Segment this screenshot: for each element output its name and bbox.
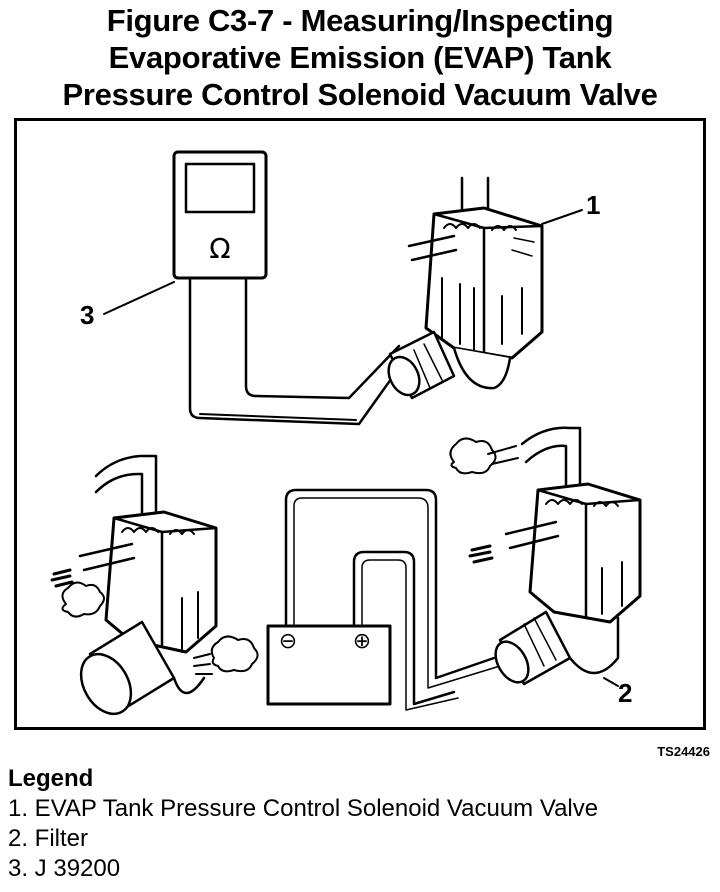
battery-positive-terminal: ⊕ — [353, 629, 371, 654]
legend-item: 2. Filter — [8, 825, 89, 852]
title-line-3: Pressure Control Solenoid Vacuum Valve — [62, 77, 658, 112]
figure-code: TS24426 — [657, 744, 710, 759]
figure-title: Figure C3-7 - Measuring/Inspecting Evapo… — [0, 2, 720, 113]
solenoid-valve-bottom-right — [449, 426, 642, 686]
meter-leads — [188, 276, 408, 426]
solenoid-valve-top — [387, 176, 544, 400]
legend-item: 1. EVAP Tank Pressure Control Solenoid V… — [8, 795, 599, 822]
diagram-illustration: Ω 1 3 — [50, 150, 642, 716]
ohmmeter: Ω — [172, 150, 268, 280]
callout-3-line — [103, 281, 175, 315]
title-line-2: Evaporative Emission (EVAP) Tank — [108, 40, 612, 75]
callout-1: 1 — [586, 190, 600, 220]
battery-negative-terminal: ⊖ — [279, 629, 297, 654]
callout-2: 2 — [618, 678, 632, 708]
callout-1-line — [541, 209, 583, 225]
solenoid-valve-bottom-left — [50, 454, 259, 716]
battery-leads — [284, 488, 501, 711]
title-line-1: Figure C3-7 - Measuring/Inspecting — [106, 3, 614, 38]
diagram-frame — [14, 118, 706, 730]
battery: ⊖ ⊕ — [266, 624, 392, 706]
legend: Legend 1. EVAP Tank Pressure Control Sol… — [8, 764, 598, 884]
legend-item: 3. J 39200 — [8, 855, 121, 882]
legend-heading: Legend — [8, 765, 94, 792]
callout-2-line — [603, 677, 619, 687]
callout-3: 3 — [80, 300, 94, 330]
ohm-symbol: Ω — [209, 232, 230, 265]
